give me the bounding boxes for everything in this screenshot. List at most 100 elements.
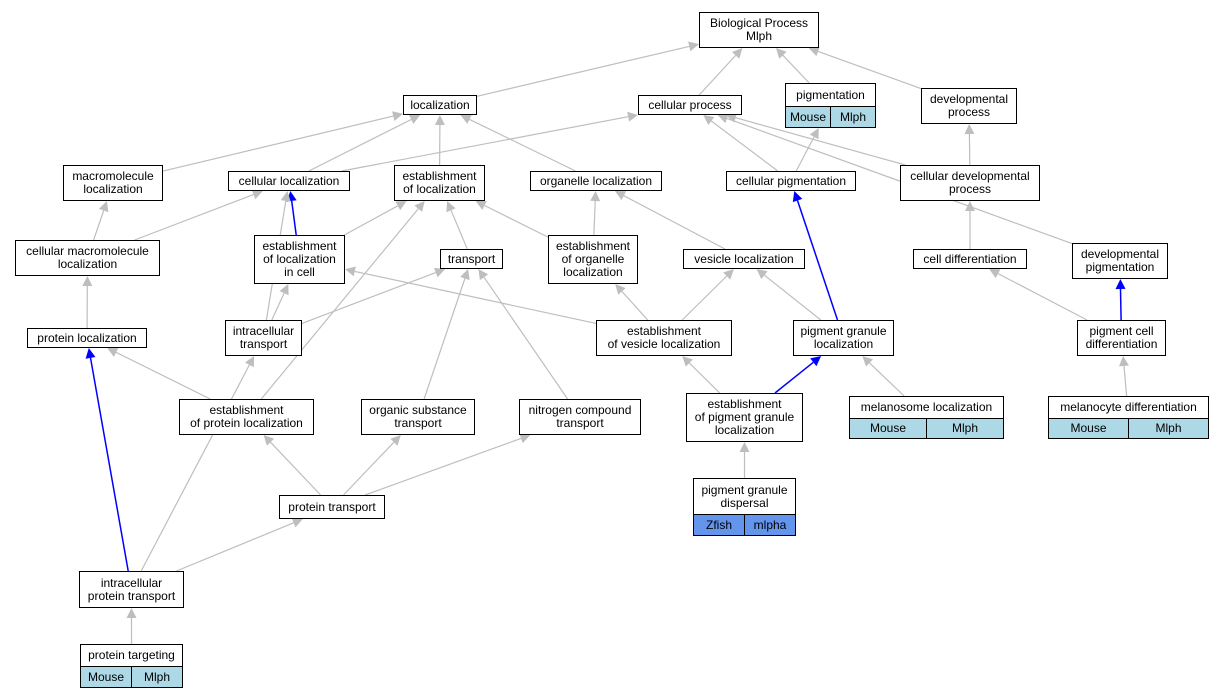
arrowhead-melanocyte_differentiation-to-pigment_cell_differentiation [1119,356,1129,367]
node-macromolecule-localization[interactable]: macromolecule localization [63,165,163,201]
node-cellular-developmental-process[interactable]: cellular developmental process [900,165,1040,201]
node-nitrogen-compound-transport[interactable]: nitrogen compound transport [519,399,641,435]
arrowhead-organelle_localization-to-localization [460,114,472,124]
arrowhead-establishment_of_localization-to-localization [434,115,445,125]
node-cellular-macromolecule-localization[interactable]: cellular macromolecule localization [15,240,160,276]
node-intracellular-protein-transport[interactable]: intracellular protein transport [79,571,184,608]
arrowhead-pigment_granule_localization-to-vesicle_localization [756,269,768,280]
edge-pigment_cell_differentiation-to-cell_differentiation [997,273,1088,321]
arrowhead-localization-to-bp [688,41,699,52]
node-pigment-granule-localization[interactable]: pigment granule localization [793,320,894,356]
node-tags: Mouse Mlph [786,106,875,127]
node-establishment-of-vesicle-localization[interactable]: establishment of vesicle localization [596,320,732,356]
node-label: transport [447,251,496,266]
node-cellular-process[interactable]: cellular process [638,95,742,115]
node-protein-targeting[interactable]: protein targeting Mouse Mlph [80,644,183,688]
arrowhead-protein_transport-to-nitrogen_compound_transport [519,433,531,444]
node-label: nitrogen compound transport [528,403,632,430]
arrowhead-pigment_granule_localization-to-cellular_pigmentation [792,191,803,203]
node-pigment-cell-differentiation[interactable]: pigment cell differentiation [1077,320,1166,356]
node-developmental-pigmentation[interactable]: developmental pigmentation [1072,243,1168,279]
edge-cellular_macromolecule_localization-to-cellular_localization [134,194,254,241]
node-developmental-process[interactable]: developmental process [921,88,1017,124]
node-cellular-localization[interactable]: cellular localization [228,171,350,191]
edge-establishment_of_vesicle_localization-to-establishment_of_organelle_localization [621,290,649,321]
node-organic-substance-transport[interactable]: organic substance transport [361,399,475,435]
arrowhead-intracellular_transport-to-establishment_of_localization_in_cell [279,284,289,296]
arrowhead-intracellular_protein_transport-to-protein_transport [291,518,303,528]
edge-organelle_localization-to-localization [469,118,576,172]
node-label: establishment of localization in cell [262,239,337,279]
arrowhead-intracellular_protein_transport-to-protein_localization [85,348,96,359]
species-tag: Mouse [81,667,131,687]
edge-establishment_of_localization_in_cell-to-establishment_of_localization [344,205,399,236]
node-label: vesicle localization [694,251,794,266]
edge-establishment_of_pigment_granule_localization-to-establishment_of_vesicle_localization [688,362,721,394]
arrowhead-protein_localization-to-cellular_macromolecule_localization [82,276,93,286]
edge-transport-to-establishment_of_localization [450,209,468,250]
edge-protein_transport-to-organic_substance_transport [343,441,395,496]
arrowhead-establishment_of_organelle_localization-to-establishment_of_localization [475,201,487,210]
node-tags: Mouse Mlph [850,418,1003,438]
node-pigment-granule-dispersal[interactable]: pigment granule dispersal Zfish mlpha [693,478,796,536]
edge-pigment_granule_localization-to-cellular_pigmentation [796,200,839,321]
edge-macromolecule_localization-to-localization [162,115,394,172]
node-intracellular-transport[interactable]: intracellular transport [225,320,302,356]
edge-cellular_pigmentation-to-cellular_process [710,120,779,172]
gene-tag: mlpha [744,515,795,535]
arrowhead-cellular_localization-to-localization [409,115,421,124]
node-tags: Zfish mlpha [694,514,795,535]
node-establishment-of-localization-in-cell[interactable]: establishment of localization in cell [254,235,345,284]
gene-tag: Mlph [926,419,1003,438]
arrowhead-protein_transport-to-organic_substance_transport [390,435,401,446]
node-label: intracellular protein transport [87,575,176,603]
edge-establishment_of_vesicle_localization-to-vesicle_localization [681,275,728,321]
node-melanocyte-differentiation[interactable]: melanocyte differentiation Mouse Mlph [1048,396,1209,439]
node-label: establishment of localization [402,169,477,196]
node-cell-differentiation[interactable]: cell differentiation [913,249,1027,269]
node-transport[interactable]: transport [440,249,503,269]
arrowhead-establishment_of_localization_in_cell-to-establishment_of_localization [395,201,407,211]
arrowhead-vesicle_localization-to-organelle_localization [615,191,627,201]
arrowhead-cellular_macromolecule_localization-to-macromolecule_localization [98,201,109,213]
node-vesicle-localization[interactable]: vesicle localization [683,249,805,269]
node-biological-process[interactable]: Biological Process Mlph [699,12,819,48]
node-melanosome-localization[interactable]: melanosome localization Mouse Mlph [849,396,1004,439]
arrowhead-establishment_of_organelle_localization-to-organelle_localization [590,191,601,202]
arrowhead-transport-to-establishment_of_localization [446,201,456,213]
arrowhead-intracellular_transport-to-transport [434,267,446,278]
edge-pigment_granule_localization-to-vesicle_localization [764,274,822,321]
node-establishment-of-pigment-granule-localization[interactable]: establishment of pigment granule localiz… [686,393,803,442]
node-label: cellular developmental process [910,169,1030,196]
edge-cellular_localization-to-localization [308,118,412,172]
node-localization[interactable]: localization [403,95,477,115]
node-establishment-of-organelle-localization[interactable]: establishment of organelle localization [548,235,638,284]
arrowhead-cellular_developmental_process-to-cellular_process [725,112,737,123]
node-cellular-pigmentation[interactable]: cellular pigmentation [726,171,856,191]
edge-intracellular_transport-to-transport [301,272,437,324]
edge-intracellular_transport-to-establishment_of_localization_in_cell [271,292,285,321]
edge-intracellular_protein_transport-to-protein_transport [176,522,294,572]
arrowhead-establishment_of_vesicle_localization-to-establishment_of_organelle_localization [615,284,626,295]
node-protein-transport[interactable]: protein transport [279,495,385,519]
arrowhead-establishment_of_pigment_granule_localization-to-establishment_of_vesicle_localization [682,356,693,367]
node-establishment-of-localization[interactable]: establishment of localization [394,165,485,201]
arrowhead-establishment_of_protein_localization-to-establishment_of_localization [414,201,425,212]
species-tag: Zfish [694,515,744,535]
node-label: pigment cell differentiation [1085,324,1158,351]
node-protein-localization[interactable]: protein localization [27,328,147,348]
edge-establishment_of_organelle_localization-to-organelle_localization [593,200,596,236]
arrowhead-macromolecule_localization-to-localization [392,111,403,121]
node-establishment-of-protein-localization[interactable]: establishment of protein localization [179,399,314,435]
edge-developmental_process-to-bp [817,50,922,90]
node-label: cellular pigmentation [735,173,847,188]
node-pigmentation[interactable]: pigmentation Mouse Mlph [785,83,876,128]
node-label: organelle localization [539,173,653,188]
node-label: pigmentation [796,87,865,102]
edge-cellular_pigmentation-to-pigmentation [795,136,815,172]
arrowhead-protein_targeting-to-intracellular_protein_transport [126,608,137,618]
node-organelle-localization[interactable]: organelle localization [530,171,662,191]
arrowhead-intracellular_protein_transport-to-intracellular_transport [245,356,255,368]
